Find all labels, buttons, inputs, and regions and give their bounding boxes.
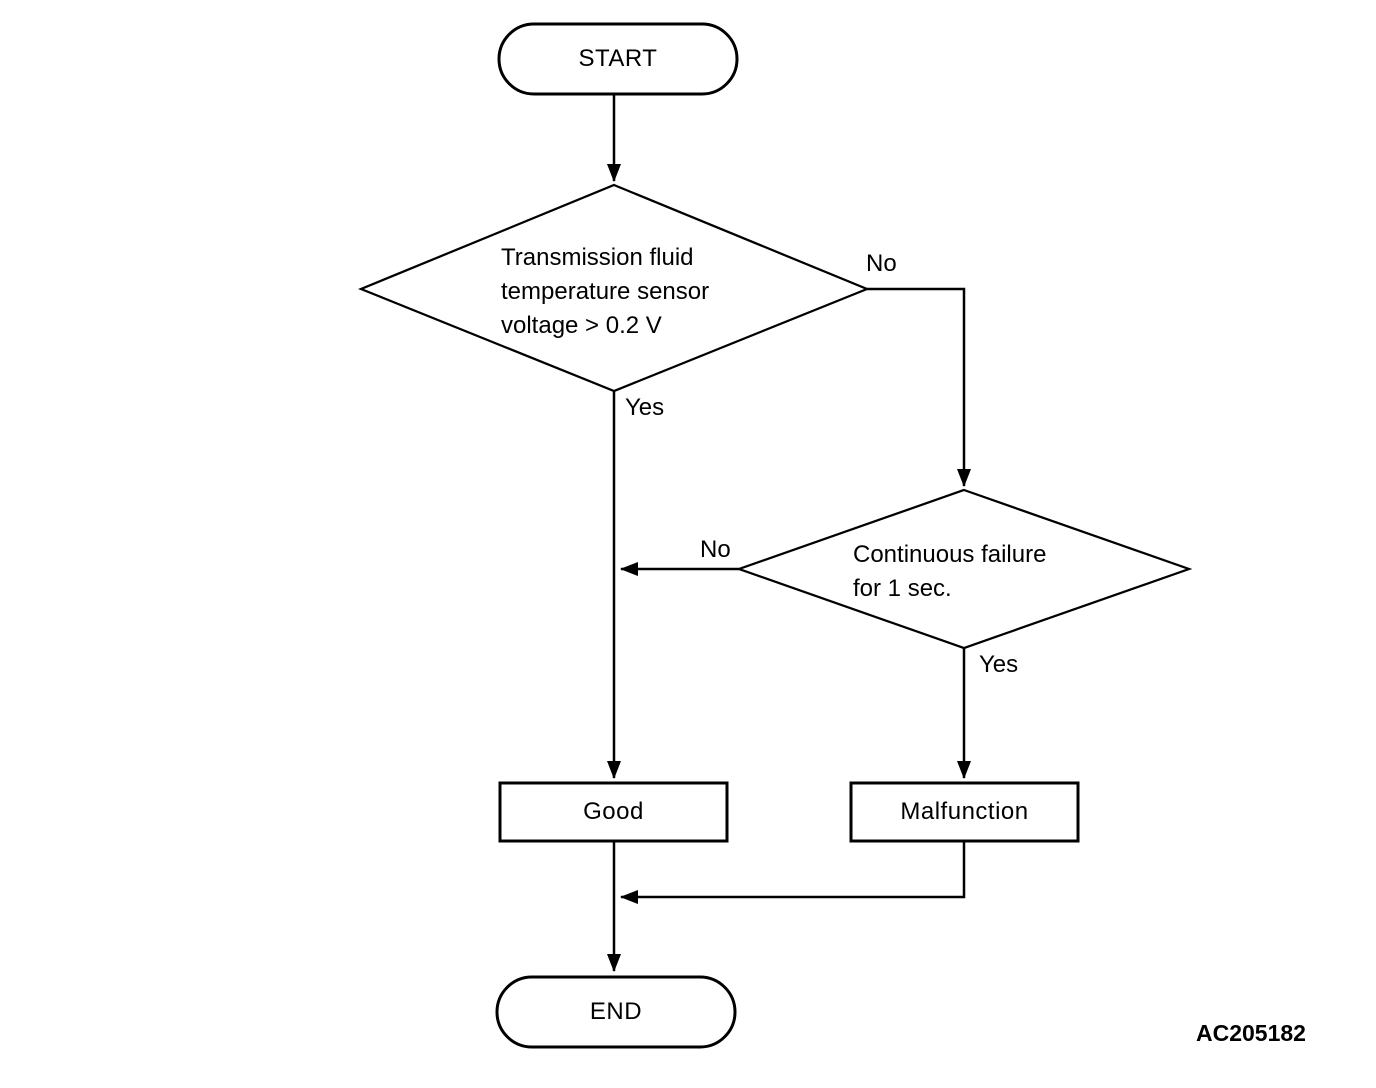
voltage-decision-line-2: temperature sensor [501,278,710,305]
continuous-decision-line-1: Continuous failure [853,541,1047,568]
edge-label-voltage-no: No [866,250,897,277]
edge-label-voltage-yes: Yes [625,394,665,421]
voltage-decision-line-3: voltage > 0.2 V [501,312,662,339]
malfunction-node-label: Malfunction [900,798,1029,825]
edge-voltage-no-to-continuous-decision [867,287,971,487]
end-node-shape [495,975,737,1049]
edge-label-continuous-no: No [700,536,731,563]
edge-malfunction-to-end-line [620,841,966,904]
voltage-decision-line-1: Transmission fluid [501,244,694,271]
start-node-label: START [578,45,658,72]
end-node-label: END [589,998,643,1025]
continuous-decision-line-2: for 1 sec. [853,575,952,602]
figure-code: AC205182 [1196,1020,1306,1046]
continuous-decision-text: Continuous failure for 1 sec. [853,538,1046,606]
start-node-shape [497,22,739,96]
good-node-shape [498,781,729,843]
edge-label-continuous-yes: Yes [979,651,1019,678]
good-node-label: Good [583,798,644,825]
voltage-decision-text: Transmission fluid temperature sensor vo… [501,241,709,343]
